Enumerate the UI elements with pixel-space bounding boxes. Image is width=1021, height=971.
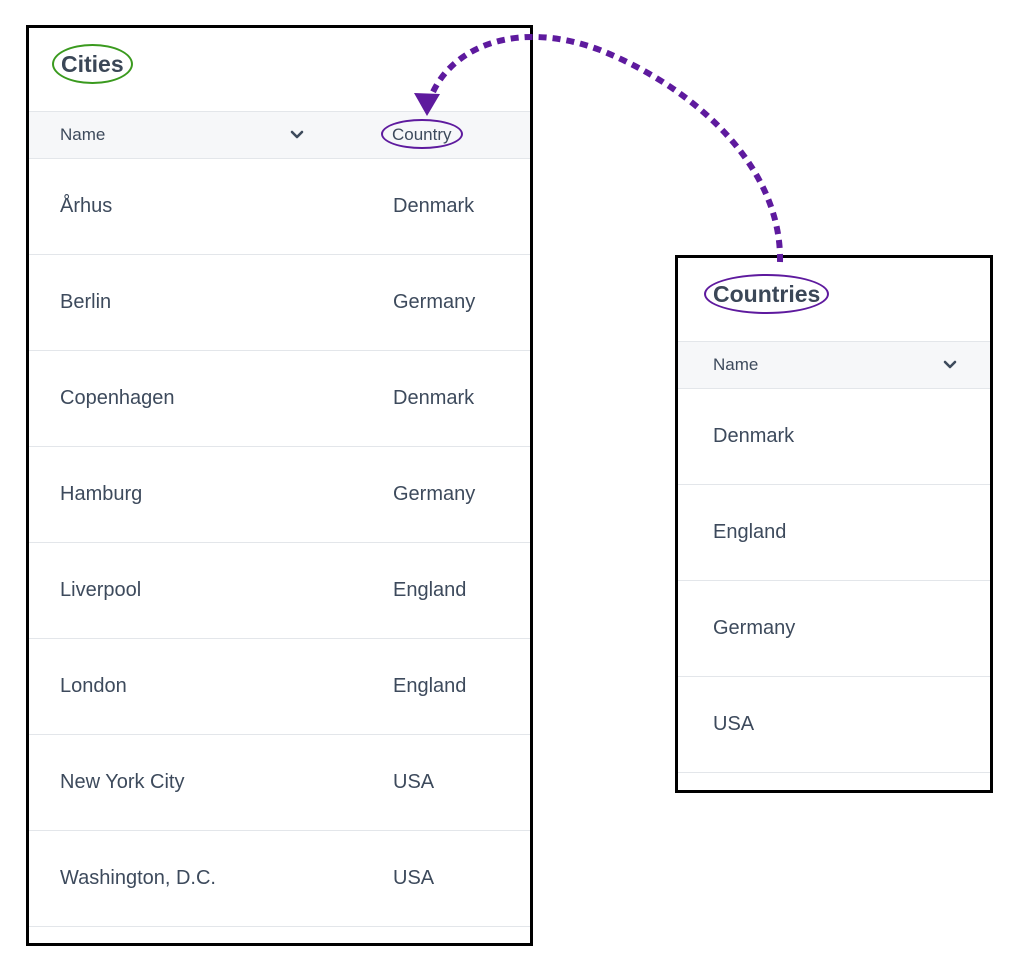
cities-title: Cities [52, 44, 133, 84]
city-country-cell: England [393, 579, 467, 601]
table-row[interactable]: London England [29, 639, 530, 735]
city-country-cell: Germany [393, 483, 476, 505]
city-country-cell: England [393, 675, 467, 697]
city-name-cell: New York City [60, 771, 185, 793]
city-country-cell: USA [393, 867, 435, 889]
table-row[interactable]: USA [678, 677, 990, 773]
countries-table-header: Name [678, 341, 990, 389]
countries-name-column-header[interactable]: Name [713, 355, 759, 374]
country-name-cell: England [713, 521, 787, 543]
city-country-cell: Denmark [393, 387, 475, 409]
city-name-cell: Copenhagen [60, 387, 175, 409]
city-name-cell: Hamburg [60, 483, 143, 505]
city-name-cell: Berlin [60, 291, 112, 313]
country-name-cell: USA [713, 713, 755, 735]
table-row[interactable]: England [678, 485, 990, 581]
chevron-down-icon[interactable] [289, 127, 305, 143]
table-row[interactable]: Berlin Germany [29, 255, 530, 351]
city-country-cell: Germany [393, 291, 476, 313]
table-row[interactable]: Århus Denmark [29, 159, 530, 255]
city-name-cell: Liverpool [60, 579, 142, 601]
city-country-cell: Denmark [393, 195, 475, 217]
table-row[interactable]: Germany [678, 581, 990, 677]
table-row[interactable]: Denmark [678, 389, 990, 485]
country-name-cell: Germany [713, 617, 796, 639]
table-row[interactable]: Liverpool England [29, 543, 530, 639]
countries-title: Countries [704, 274, 830, 314]
cities-table-header: Name Country [29, 111, 530, 159]
city-name-cell: Washington, D.C. [60, 867, 216, 889]
cities-name-column-header[interactable]: Name [60, 125, 106, 144]
city-country-cell: USA [393, 771, 435, 793]
city-name-cell: London [60, 675, 127, 697]
table-row[interactable]: Copenhagen Denmark [29, 351, 530, 447]
cities-country-column-header[interactable]: Country [381, 119, 463, 149]
chevron-down-icon[interactable] [942, 357, 958, 373]
table-row[interactable]: New York City USA [29, 735, 530, 831]
table-row[interactable]: Washington, D.C. USA [29, 831, 530, 927]
city-name-cell: Århus [60, 195, 113, 217]
table-row[interactable]: Hamburg Germany [29, 447, 530, 543]
country-name-cell: Denmark [713, 425, 795, 447]
